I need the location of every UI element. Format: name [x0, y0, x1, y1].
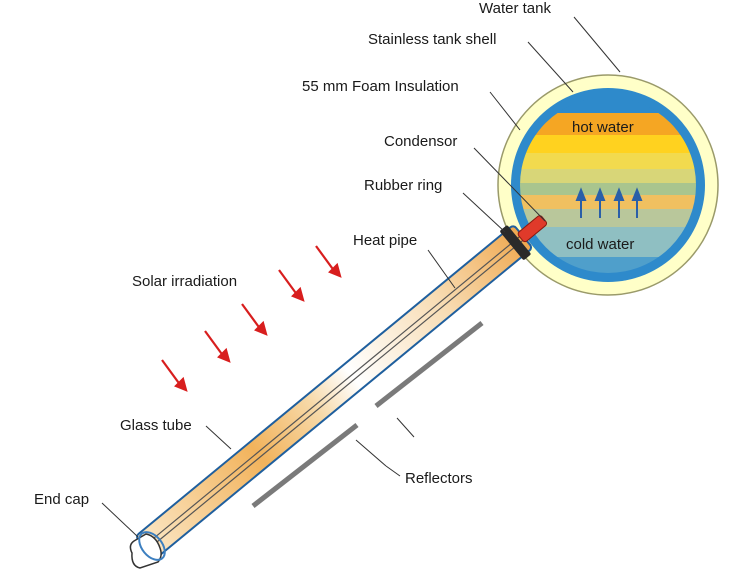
reflectors — [251, 321, 484, 508]
condensor-bulb — [517, 215, 548, 243]
solar-irradiation-label: Solar irradiation — [132, 273, 237, 290]
heat-pipe — [147, 224, 534, 544]
solar-irradiation-arrows — [161, 245, 342, 392]
evacuated-tube — [136, 215, 548, 559]
water-tank: hot water cold water — [497, 74, 719, 296]
cold-water-label: cold water — [566, 236, 634, 253]
heat-pipe-label: Heat pipe — [353, 232, 417, 249]
tank-shell-label: Stainless tank shell — [368, 31, 496, 48]
hot-water-label: hot water — [572, 119, 634, 136]
rubber-ring-label: Rubber ring — [364, 177, 442, 194]
reflectors-label: Reflectors — [405, 470, 473, 487]
foam-insulation-label: 55 mm Foam Insulation — [302, 78, 459, 95]
leader-lines — [101, 16, 621, 538]
glass-tube-label: Glass tube — [120, 417, 192, 434]
rubber-ring — [500, 225, 531, 260]
convection-arrows — [575, 187, 643, 218]
water-tank-label: Water tank — [479, 0, 551, 17]
end-cap-label: End cap — [34, 491, 89, 508]
end-cap — [129, 531, 166, 569]
condensor-label: Condensor — [384, 133, 457, 150]
